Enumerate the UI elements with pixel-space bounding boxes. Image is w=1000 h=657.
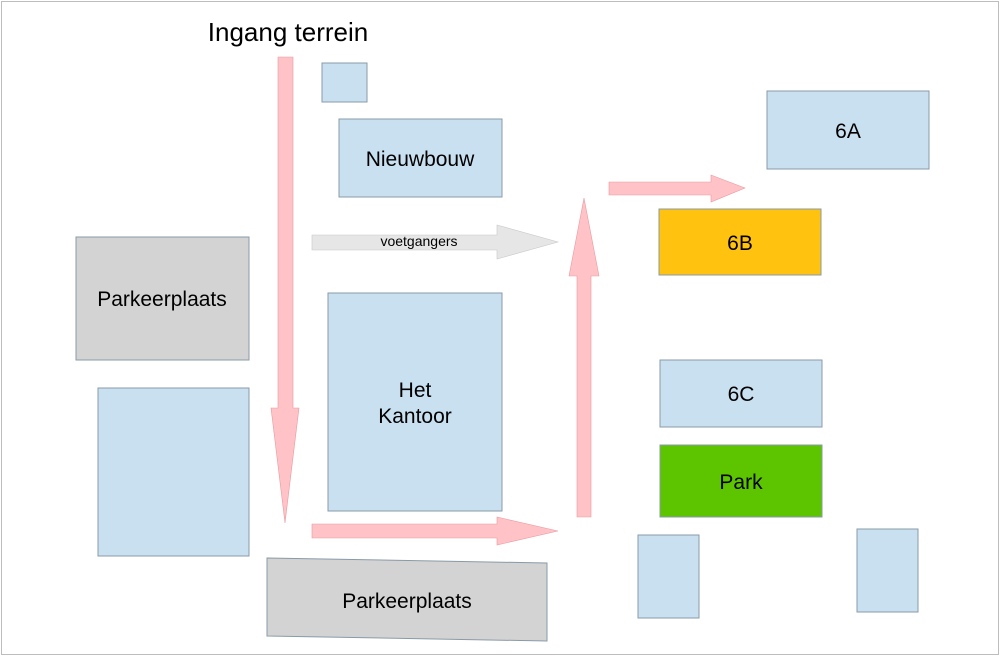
nieuwbouw-building [338, 118, 503, 198]
pedestrian-label: voetgangers [380, 233, 457, 249]
arrow-to-6a [608, 174, 746, 203]
parking-left [75, 236, 250, 361]
entrance-down-arrow [270, 56, 300, 524]
pedestrian-arrow [311, 224, 560, 260]
small-building-bottom-1 [637, 534, 700, 619]
small-building-bottom-2 [856, 528, 919, 613]
building-6c [659, 359, 823, 428]
parking-left-label: Parkeerplaats [97, 288, 227, 311]
entrance-title: Ingang terrein [208, 17, 368, 47]
building-6c-label: 6C [728, 383, 755, 406]
parking-bottom-label: Parkeerplaats [342, 590, 472, 613]
het-kantoor-building [327, 292, 503, 512]
bottom-road-arrow [311, 516, 559, 546]
building-6b-label: 6B [727, 232, 753, 255]
nieuwbouw-label: Nieuwbouw [366, 148, 475, 171]
small-building-top [321, 62, 368, 103]
building-lower-left [97, 387, 250, 557]
building-6a-label: 6A [835, 120, 861, 143]
park-area [659, 444, 823, 518]
park-label: Park [719, 471, 763, 494]
building-6a [766, 90, 930, 170]
building-6b [658, 208, 822, 276]
het-kantoor-label-line1: Het [399, 379, 432, 402]
het-kantoor-label-line2: Kantoor [378, 405, 452, 428]
up-road-arrow [568, 197, 600, 518]
parking-bottom [266, 557, 548, 642]
